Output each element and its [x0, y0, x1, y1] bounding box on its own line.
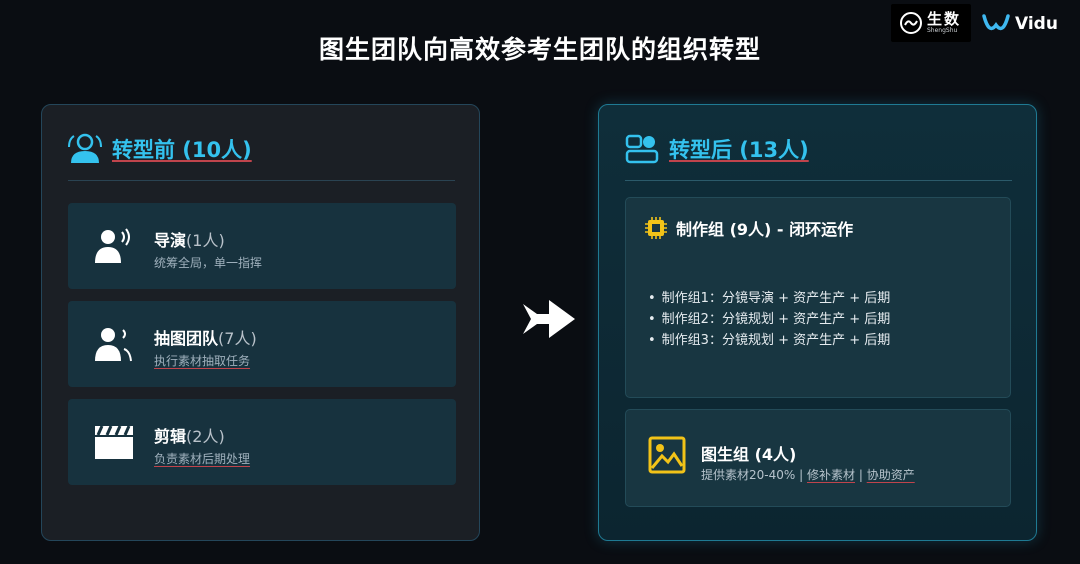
person-icon: [68, 133, 102, 163]
after-panel-title: 转型后 (13人): [669, 138, 809, 162]
before-panel-header: 转型前 (10人): [68, 133, 252, 165]
clapperboard-icon: [95, 425, 133, 459]
role-name: 剪辑: [154, 427, 187, 446]
after-panel: 转型后 (13人) 制作组 (9人) - 闭环运作 •制作组1：分镜导演 + 资…: [598, 104, 1037, 541]
role-desc: 负责素材后期处理: [154, 452, 251, 466]
divider: [68, 180, 455, 181]
shengshu-logo: 生数 ShengShu: [891, 4, 971, 42]
role-name: 抽图团队: [154, 329, 219, 348]
chip-icon: [645, 217, 667, 239]
role-card-director: 导演(1人) 统筹全局，单一指挥: [68, 203, 456, 289]
vidu-logo-text: Vidu: [1015, 14, 1058, 34]
shengshu-logo-text: 生数: [927, 10, 962, 28]
role-count: (1人): [186, 231, 225, 250]
production-group-list: •制作组1：分镜导演 + 资产生产 + 后期 •制作组2：分镜规划 + 资产生产…: [648, 288, 890, 351]
vidu-logo-icon: [982, 14, 1010, 31]
role-card-team: 抽图团队(7人) 执行素材抽取任务: [68, 301, 456, 387]
shengshu-logo-subtext: ShengShu: [927, 27, 958, 34]
image-group-card: 图生组 (4人) 提供素材20-40% | 修补素材 | 协助资产: [625, 409, 1011, 507]
page-title: 图生团队向高效参考生团队的组织转型: [318, 35, 761, 64]
org-structure-icon: [625, 134, 659, 164]
before-panel-title: 转型前 (10人): [112, 138, 252, 162]
role-count: (2人): [186, 427, 225, 446]
vidu-logo: Vidu: [982, 8, 1058, 40]
list-item: •制作组3：分镜规划 + 资产生产 + 后期: [648, 333, 891, 348]
list-item: •制作组1：分镜导演 + 资产生产 + 后期: [648, 291, 891, 306]
shengshu-logo-icon: [900, 12, 922, 34]
role-desc: 执行素材抽取任务: [154, 354, 251, 368]
role-count: (7人): [218, 329, 257, 348]
after-panel-header: 转型后 (13人): [625, 133, 809, 165]
role-card-editor: 剪辑(2人) 负责素材后期处理: [68, 399, 456, 485]
image-group-title: 图生组 (4人): [701, 445, 797, 464]
role-desc: 统筹全局，单一指挥: [154, 256, 263, 270]
team-icon: [95, 328, 132, 362]
list-item: •制作组2：分镜规划 + 资产生产 + 后期: [648, 312, 891, 327]
before-panel: 转型前 (10人) 导演(1人) 统筹全局，单一指挥 抽图团队(7人) 执行素材…: [41, 104, 480, 541]
image-icon: [648, 436, 686, 474]
image-group-desc: 提供素材20-40% | 修补素材 | 协助资产: [701, 468, 915, 482]
role-name: 导演: [154, 231, 187, 250]
arrow-right-icon: [523, 300, 575, 338]
director-icon: [95, 228, 130, 263]
production-group-card: 制作组 (9人) - 闭环运作 •制作组1：分镜导演 + 资产生产 + 后期 •…: [625, 197, 1011, 398]
divider: [625, 180, 1012, 181]
production-group-title: 制作组 (9人) - 闭环运作: [676, 220, 854, 239]
